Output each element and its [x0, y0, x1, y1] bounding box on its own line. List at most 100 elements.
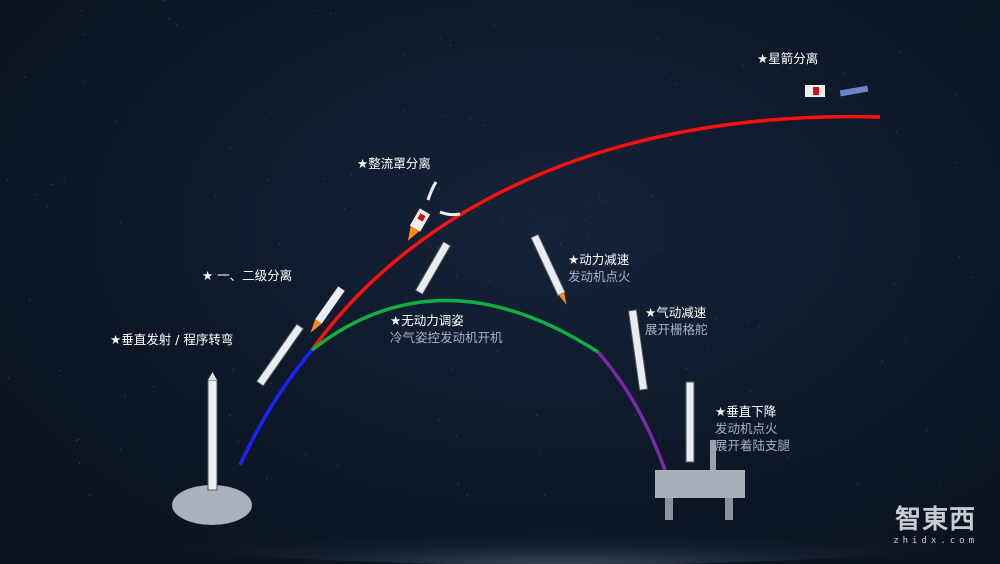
star-dot: [351, 174, 353, 176]
star-dot: [389, 15, 391, 17]
watermark-logo: 智東西 zhidx.com: [893, 499, 978, 546]
label-fairing-separation: ★整流罩分离: [357, 156, 431, 171]
star-dot: [676, 83, 678, 85]
star-dot: [283, 390, 286, 392]
star-dot: [477, 206, 479, 208]
powered-decel-sub: 发动机点火: [568, 269, 631, 284]
star-dot: [493, 25, 495, 27]
star-dot: [124, 396, 126, 398]
payload-satellite: [805, 85, 869, 97]
star-dot: [229, 147, 231, 149]
star-dot: [63, 177, 65, 179]
star-dot: [438, 418, 440, 420]
star-dot: [81, 9, 83, 12]
booster-powered-decel: [530, 233, 567, 305]
star-dot: [497, 350, 499, 352]
star-dot: [661, 248, 663, 251]
booster-aero-decel: [627, 309, 649, 391]
star-dot: [546, 164, 548, 166]
star-dot: [51, 183, 53, 186]
watermark-en: zhidx.com: [893, 536, 978, 546]
star-dot: [742, 65, 744, 67]
star-dot: [439, 37, 441, 39]
aero-decel-sub: 展开栅格舵: [645, 322, 708, 337]
star-dot: [893, 283, 895, 285]
star-dot: [938, 484, 940, 486]
star-dot: [267, 179, 269, 181]
star-dot: [169, 492, 171, 494]
orbit-trajectory: [310, 114, 881, 352]
label-aero-decel: ★气动减速 展开栅格舵: [645, 304, 708, 338]
star-dot: [955, 93, 957, 96]
star-dot: [304, 453, 307, 455]
rocket-fairing-sep: [408, 208, 431, 241]
watermark-cn: 智東西: [895, 505, 977, 535]
star-dot: [658, 76, 660, 78]
rocket-stage2: [310, 286, 345, 333]
star-dot: [445, 115, 447, 117]
star-dot: [559, 243, 561, 245]
star-dot: [786, 456, 788, 458]
star-dot: [842, 72, 844, 74]
star-dot: [23, 76, 25, 78]
star-dot: [598, 197, 600, 199]
star-dot: [418, 274, 420, 276]
star-dot: [527, 210, 529, 212]
star-dot: [168, 18, 170, 20]
star-dot: [623, 42, 625, 44]
star-dot: [59, 370, 62, 372]
star-dot: [881, 360, 884, 362]
star-dot: [450, 368, 453, 371]
star-dot: [954, 161, 956, 164]
launch-smoke: [172, 485, 252, 525]
star-dot: [484, 124, 486, 126]
aero-decel-title: ★气动减速: [645, 305, 707, 320]
star-dot: [82, 33, 84, 35]
star-dot: [6, 179, 8, 181]
star-dot: [152, 385, 155, 388]
star-dot: [34, 193, 36, 196]
star-dot: [789, 67, 792, 69]
star-dot: [746, 319, 748, 321]
fairing-halves: [426, 181, 461, 217]
star-dot: [79, 462, 81, 464]
rocket-on-pad: [207, 372, 218, 491]
star-dot: [449, 44, 451, 46]
star-dot: [135, 111, 137, 113]
star-dot: [185, 151, 187, 153]
star-dot: [466, 494, 468, 496]
coast-trajectory: [310, 298, 599, 354]
unpowered-sub: 冷气姿控发动机开机: [390, 330, 503, 345]
star-dot: [750, 390, 752, 392]
star-dot: [659, 434, 661, 436]
star-dot: [402, 53, 404, 56]
ground-glow: [140, 505, 980, 564]
star-dot: [278, 243, 281, 245]
star-dot: [269, 382, 271, 384]
star-dot: [119, 448, 121, 451]
star-dot: [314, 10, 316, 12]
powered-decel-title: ★动力减速: [568, 252, 630, 267]
landing-title: ★垂直下降: [715, 404, 777, 419]
star-dot: [77, 438, 80, 441]
booster-landing: [685, 381, 695, 463]
star-dot: [497, 116, 500, 119]
star-dot: [263, 117, 265, 119]
star-dot: [238, 441, 240, 443]
star-dot: [899, 51, 901, 54]
star-dot: [489, 279, 492, 281]
star-dot: [656, 37, 659, 39]
landing-sub2: 展开着陆支腿: [715, 438, 791, 453]
star-dot: [343, 207, 345, 210]
star-dot: [120, 221, 122, 223]
star-dot: [706, 348, 708, 350]
star-dot: [857, 483, 859, 485]
star-dot: [651, 195, 653, 197]
unpowered-title: ★无动力调姿: [390, 313, 464, 328]
star-dot: [885, 207, 887, 209]
star-dot: [758, 325, 760, 328]
star-dot: [470, 117, 472, 119]
landing-sub1: 发动机点火: [715, 421, 778, 436]
star-dot: [404, 111, 406, 113]
